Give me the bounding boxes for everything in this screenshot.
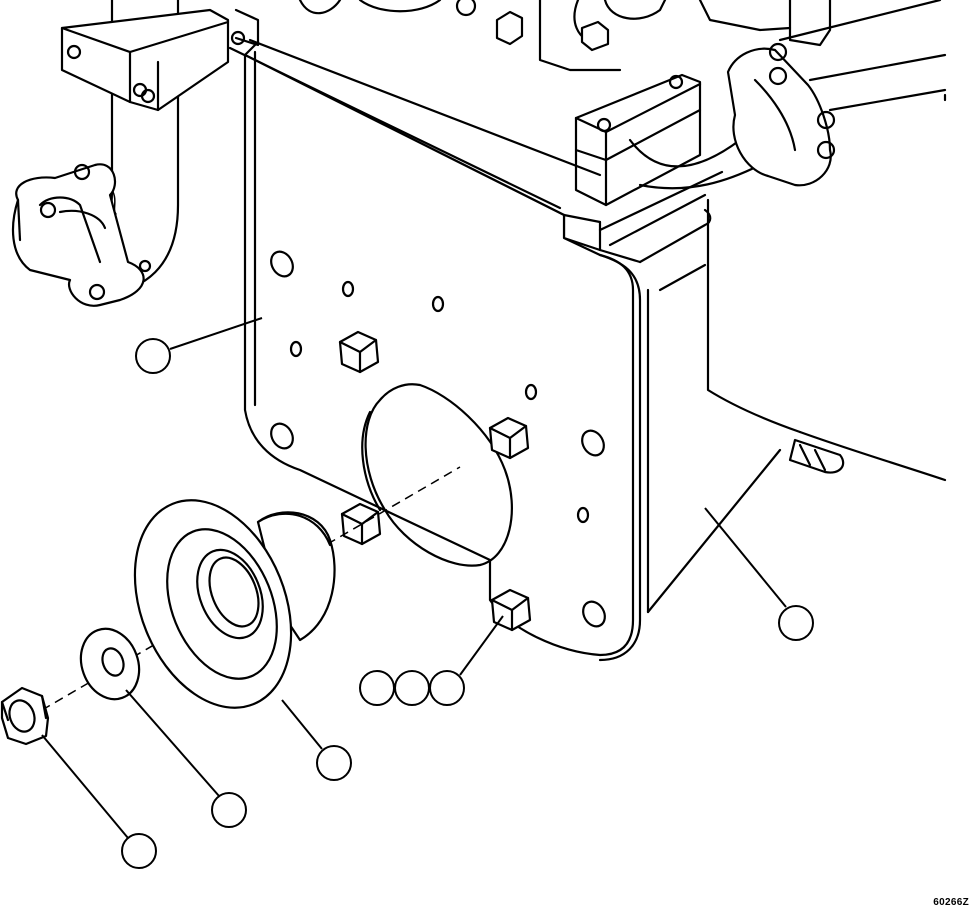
- leader-lines: [41, 317, 787, 839]
- callout-nut: [121, 833, 157, 869]
- hub-adapter: [133, 499, 336, 709]
- callout-balloons: [121, 338, 814, 869]
- callout-mounting-plate: [135, 338, 171, 374]
- callout-washer: [211, 792, 247, 828]
- housing-body: [638, 198, 947, 614]
- callout-housing: [778, 605, 814, 641]
- callout-bolt-c: [429, 670, 465, 706]
- callout-bolt-b: [394, 670, 430, 706]
- hex-nut: [0, 686, 50, 746]
- mounting-plate: [243, 50, 642, 662]
- callout-bolt-a: [359, 670, 395, 706]
- left-split-flange: [11, 163, 152, 307]
- drawing-number: 60266Z: [933, 897, 969, 908]
- washer: [79, 627, 141, 701]
- upper-right-pipe-assembly: [228, 0, 947, 210]
- callout-hub: [316, 745, 352, 781]
